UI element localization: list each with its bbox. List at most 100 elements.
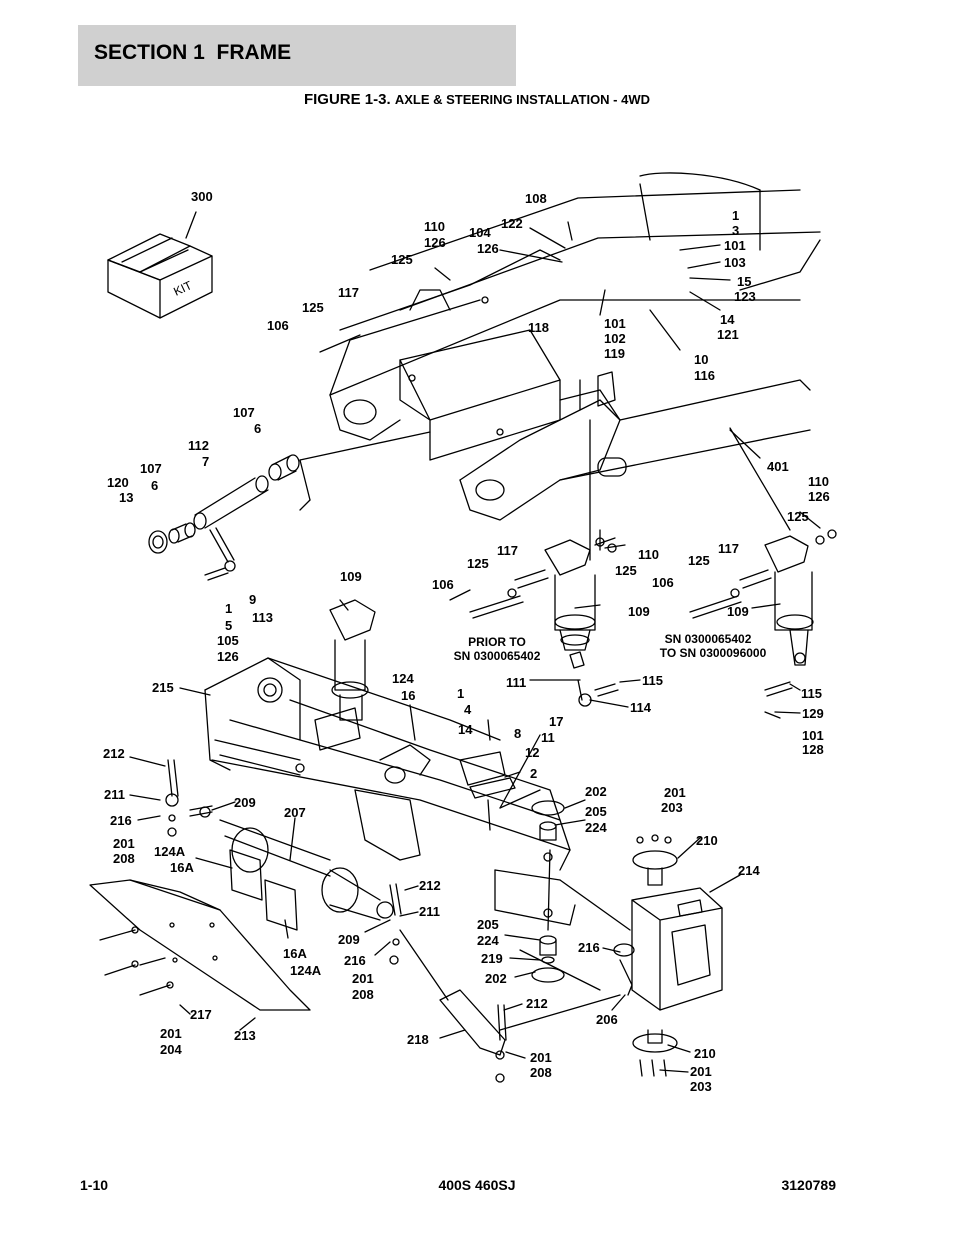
callout: 1 [457,686,464,701]
figure-caption: AXLE & STEERING INSTALLATION - 4WD [394,92,651,107]
callout: 16A [170,860,194,875]
callout: 224 [585,820,607,835]
callout: 205 [585,804,607,819]
callout: 12 [525,745,539,760]
callout: 115 [642,673,663,688]
steering-cylinder-upper-right [689,529,837,719]
axle-body [204,657,576,931]
callout: 216 [578,940,600,955]
callout: 119 [604,346,625,361]
figure-title: FIGURE 1-3. AXLE & STEERING INSTALLATION… [0,91,954,108]
callout: 201 [352,971,374,986]
steering-arm [399,929,507,1083]
callout-labels: 300 110 126 125 117 125 106 108 122 104 … [103,189,830,1094]
callout: 14 [720,312,735,327]
callout: 300 [191,189,213,204]
callout: 117 [718,541,739,556]
callout: 210 [694,1046,716,1061]
note-range-line2: TO SN 0300096000 [660,646,767,660]
axle-bolts-left [165,759,402,965]
callout: 124 [392,671,414,686]
callout: 1 [225,601,232,616]
callout: 128 [802,742,824,757]
callout: 208 [113,851,135,866]
leader-lines [129,221,821,1073]
callout: 14 [458,722,473,737]
callout: 9 [249,592,256,607]
callout: 216 [344,953,366,968]
callout: 201 [664,785,686,800]
spindle-parts [531,800,565,983]
callout: 210 [696,833,718,848]
kit-label: KIT [171,278,194,299]
callout: 219 [481,951,503,966]
callout: 218 [407,1032,429,1047]
callout: 126 [217,649,239,664]
callout: 110 [638,547,659,562]
callout: 101 [802,728,824,743]
callout: 205 [477,917,499,932]
callout: 107 [140,461,162,476]
callout: 201 [530,1050,552,1065]
callout: 6 [254,421,261,436]
serial-notes: PRIOR TO SN 0300065402 SN 0300065402 TO … [454,632,767,663]
guard-plate [89,879,311,1011]
callout: 125 [467,556,489,571]
callout: 108 [525,191,547,206]
callout: 129 [802,706,824,721]
callout: 1 [732,208,739,223]
callout: 216 [110,813,132,828]
callout: 110 [424,219,445,234]
callout: 208 [530,1065,552,1080]
callout: 107 [233,405,255,420]
document-number: 3120789 [781,1177,836,1193]
callout: 213 [234,1028,256,1043]
callout: 212 [526,996,548,1011]
steering-cylinder-axle [329,599,376,721]
pivot-pin-assembly [148,454,300,581]
callout: 214 [738,863,760,878]
callout: 103 [724,255,746,270]
callout: 126 [477,241,499,256]
callout: 211 [104,787,125,802]
callout: 101 [724,238,746,253]
callout: 15 [737,274,751,289]
callout: 215 [152,680,174,695]
callout: 106 [432,577,454,592]
steering-knuckle [519,834,723,1077]
callout: 115 [801,686,822,701]
callout: 111 [506,675,526,690]
callout: 114 [630,700,652,715]
callout: 117 [497,543,518,558]
callout: 106 [652,575,674,590]
callout: 211 [419,904,440,919]
callout: 217 [190,1007,212,1022]
construction-lines [299,427,791,1031]
callout: 126 [808,489,830,504]
callout: 11 [541,730,555,745]
callout: 6 [151,478,158,493]
callout: 125 [688,553,710,568]
callout: 109 [628,604,650,619]
callout: 201 [160,1026,182,1041]
section-title: SECTION 1 FRAME [94,41,292,64]
callout: 201 [113,836,135,851]
callout: 209 [234,795,256,810]
callout: 206 [596,1012,618,1027]
callout: 112 [188,438,209,453]
page-number: 1-10 [80,1177,109,1193]
callout: 109 [727,604,749,619]
callout: 124A [290,963,322,978]
callout: 16A [283,946,307,961]
callout: 224 [477,933,499,948]
callout: 207 [284,805,306,820]
callout: 102 [604,331,626,346]
callout: 122 [501,216,523,231]
callout: 13 [119,490,133,505]
tie-rod-end [577,679,619,707]
figure-label: FIGURE 1-3. [303,91,391,108]
callout: 202 [585,784,607,799]
callout: 212 [103,746,125,761]
callout: 2 [530,766,537,781]
